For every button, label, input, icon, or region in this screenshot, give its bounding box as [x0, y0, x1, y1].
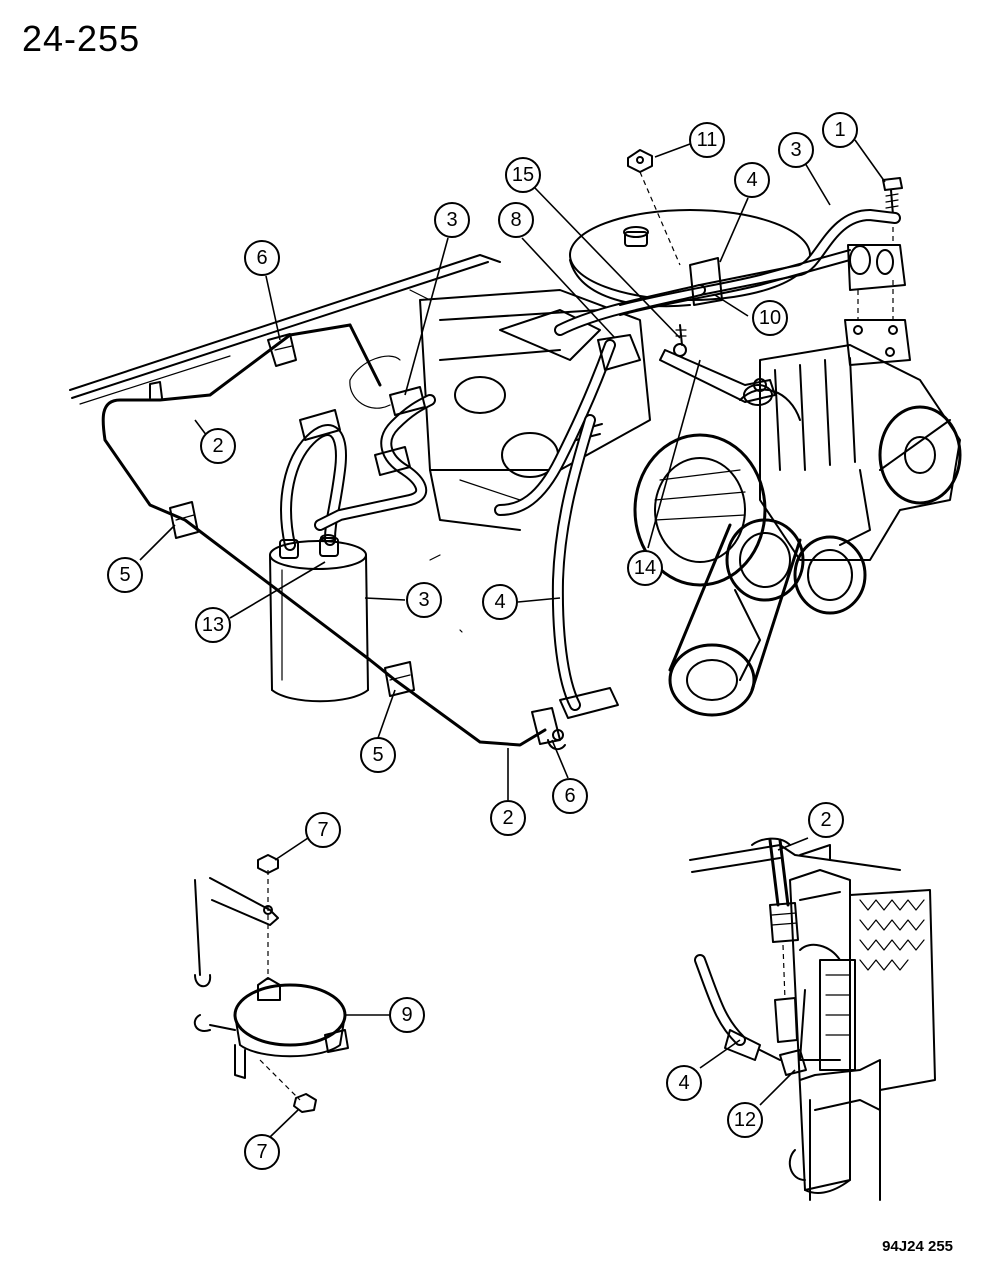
svg-text:6: 6 [256, 247, 267, 269]
discharge-hose-4 [551, 414, 619, 719]
main-assembly [69, 149, 962, 751]
callout-7: 7 [244, 1134, 280, 1170]
callout-4: 4 [734, 162, 770, 198]
svg-text:2: 2 [820, 809, 831, 831]
svg-text:2: 2 [212, 435, 223, 457]
detail-mark [459, 629, 463, 633]
callout-9: 9 [389, 997, 425, 1033]
leader-lines [139, 139, 886, 1138]
accumulator-bracket-detail [193, 854, 349, 1113]
clip-6-top [267, 333, 297, 367]
compressor-bracket [844, 244, 911, 366]
callout-7: 7 [305, 812, 341, 848]
svg-text:5: 5 [372, 744, 383, 766]
support-bracket [659, 324, 776, 403]
svg-text:13: 13 [202, 614, 224, 636]
bolt-1 [882, 177, 903, 245]
callout-15: 15 [505, 157, 541, 193]
callout-2: 2 [808, 802, 844, 838]
callout-12: 12 [727, 1102, 763, 1138]
callout-10: 10 [752, 300, 788, 336]
callout-3: 3 [778, 132, 814, 168]
body-panel [69, 254, 501, 405]
svg-text:10: 10 [759, 307, 781, 329]
condenser-detail [689, 837, 936, 1201]
ac-compressor [739, 344, 962, 561]
clip-6-bottom [531, 707, 566, 751]
liquid-line-2 [101, 323, 547, 747]
figure-code: 94J24 255 [882, 1238, 953, 1255]
callout-5: 5 [107, 557, 143, 593]
svg-text:4: 4 [746, 169, 757, 191]
svg-text:15: 15 [512, 164, 534, 186]
nut-11 [627, 149, 681, 266]
svg-text:8: 8 [510, 209, 521, 231]
svg-text:11: 11 [697, 129, 718, 151]
callout-4: 4 [482, 584, 518, 620]
callout-2: 2 [200, 428, 236, 464]
callout-6: 6 [244, 240, 280, 276]
svg-text:9: 9 [401, 1004, 412, 1026]
callout-3: 3 [406, 582, 442, 618]
svg-text:14: 14 [634, 557, 656, 579]
svg-text:1: 1 [834, 119, 845, 141]
callout-14: 14 [627, 550, 663, 586]
svg-text:3: 3 [418, 589, 429, 611]
svg-text:3: 3 [446, 209, 457, 231]
engine-block [349, 289, 651, 531]
svg-text:7: 7 [256, 1141, 267, 1163]
liquid-line-3 [280, 386, 436, 551]
clip-5-right [384, 661, 415, 697]
alternator [633, 433, 767, 587]
callout-6: 6 [552, 778, 588, 814]
callout-2: 2 [490, 800, 526, 836]
svg-text:2: 2 [502, 807, 513, 829]
svg-text:6: 6 [564, 785, 575, 807]
callout-1: 1 [822, 112, 858, 148]
clip-5-left [169, 501, 199, 539]
callout-3: 3 [434, 202, 470, 238]
drive-belt [668, 419, 951, 717]
page-title: 24-255 [22, 18, 141, 59]
callout-8: 8 [498, 202, 534, 238]
svg-text:12: 12 [734, 1109, 756, 1131]
svg-text:4: 4 [494, 591, 505, 613]
detail-mark [429, 554, 441, 561]
callout-4: 4 [666, 1065, 702, 1101]
callout-5: 5 [360, 737, 396, 773]
svg-text:7: 7 [317, 819, 328, 841]
callout-11: 11 [689, 122, 725, 158]
suction-line-top [554, 209, 901, 336]
callout-13: 13 [195, 607, 231, 643]
svg-text:4: 4 [678, 1072, 689, 1094]
svg-text:5: 5 [119, 564, 130, 586]
accumulator [269, 534, 369, 703]
svg-text:3: 3 [790, 139, 801, 161]
